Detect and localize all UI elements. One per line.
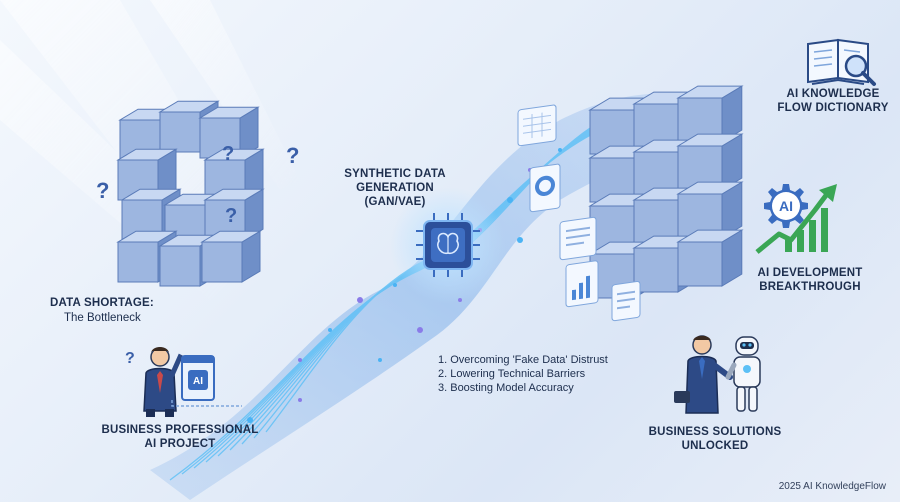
data-cube (676, 85, 744, 143)
stream-particle (558, 148, 562, 152)
data-cube (116, 148, 178, 201)
business-solutions-label-line1: BUSINESS SOLUTIONS (648, 426, 782, 438)
business-professional-label-line2: AI PROJECT (144, 438, 216, 450)
benefit-item: 2. Lowering Technical Barriers (438, 368, 586, 380)
floating-data-panels (517, 104, 641, 322)
stream-particle (417, 327, 423, 333)
svg-text:?: ? (286, 143, 299, 168)
svg-text:?: ? (96, 178, 109, 203)
handshake-icon (674, 335, 761, 414)
stream-particle (378, 358, 382, 362)
svg-text:AI: AI (779, 198, 793, 214)
business-solutions-label-line2: UNLOCKED (681, 440, 749, 452)
ai-chip-icon (390, 187, 506, 303)
benefits-list: 1. Overcoming 'Fake Data' Distrust 2. Lo… (438, 353, 608, 395)
stream-particle (393, 283, 397, 287)
broken-data-cubes (116, 100, 265, 287)
ai-project-icon: AI (171, 355, 242, 407)
data-cube (676, 133, 744, 191)
stream-particle (517, 237, 523, 243)
benefit-item: 3. Boosting Model Accuracy (438, 382, 574, 394)
data-cube (676, 181, 744, 239)
stream-particle (357, 297, 363, 303)
growth-chart-icon: AI (755, 184, 837, 254)
dictionary-label-line1: AI KNOWLEDGE (786, 88, 880, 100)
svg-text:AI: AI (193, 376, 203, 387)
stream-particle (298, 398, 302, 402)
stream-particle (507, 197, 513, 203)
dictionary-label-line2: FLOW DICTIONARY (777, 102, 889, 114)
svg-text:?: ? (225, 205, 237, 227)
data-shortage-title: DATA SHORTAGE: (50, 297, 154, 309)
stream-particle (298, 358, 302, 362)
question-mark-icons: ? ? ? ? ? (96, 143, 299, 367)
breakthrough-label-line1: AI DEVELOPMENT (757, 267, 863, 279)
synthetic-data-label-line1: SYNTHETIC DATA (344, 168, 446, 180)
synthetic-data-label-line2: GENERATION (GAN/VAE) (356, 182, 434, 208)
data-cube (676, 229, 744, 287)
business-professional-icon (143, 347, 187, 417)
stream-particle (328, 328, 332, 332)
structured-data-cubes (588, 85, 744, 299)
business-professional-label-line1: BUSINESS PROFESSIONAL (101, 424, 259, 436)
stream-particle (247, 417, 253, 423)
footer-credit: 2025 AI KnowledgeFlow (778, 481, 886, 492)
svg-text:?: ? (125, 350, 135, 367)
data-cube (200, 230, 262, 283)
data-shortage-subtitle: The Bottleneck (64, 312, 141, 324)
book-icon (807, 38, 876, 86)
svg-text:?: ? (222, 143, 234, 165)
benefit-item: 1. Overcoming 'Fake Data' Distrust (438, 354, 608, 366)
breakthrough-label-line2: BREAKTHROUGH (759, 281, 861, 293)
